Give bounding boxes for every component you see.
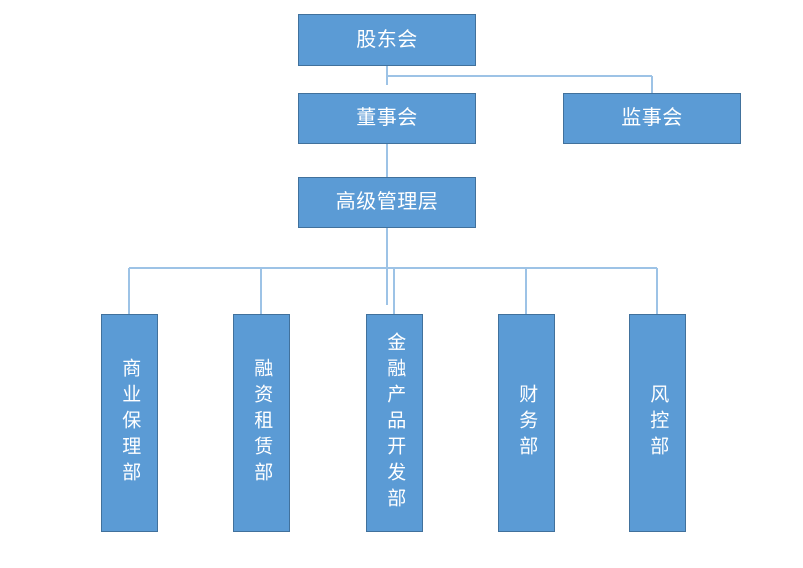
node-label-senior-management: 高级管理层 — [335, 191, 439, 213]
node-board-of-supervisors[interactable]: 监事会 — [563, 93, 741, 144]
node-label-risk-control-dept: 风控部 — [647, 384, 669, 462]
node-label-commercial-factoring-dept: 商业保理部 — [119, 358, 141, 488]
node-finance-dept[interactable]: 财务部 — [498, 314, 555, 532]
node-label-shareholders: 股东会 — [356, 28, 418, 51]
node-commercial-factoring-dept[interactable]: 商业保理部 — [101, 314, 158, 532]
node-financial-leasing-dept[interactable]: 融资租赁部 — [233, 314, 290, 532]
node-label-board-of-supervisors: 监事会 — [621, 107, 683, 129]
node-label-board-of-directors: 董事会 — [356, 107, 418, 129]
node-risk-control-dept[interactable]: 风控部 — [629, 314, 686, 532]
node-shareholders[interactable]: 股东会 — [298, 14, 476, 66]
node-label-finance-dept: 财务部 — [516, 384, 538, 462]
node-financial-product-development-dept[interactable]: 金融产品开发部 — [366, 314, 423, 532]
node-board-of-directors[interactable]: 董事会 — [298, 93, 476, 144]
node-senior-management[interactable]: 高级管理层 — [298, 177, 476, 228]
node-label-financial-leasing-dept: 融资租赁部 — [251, 358, 273, 488]
node-label-financial-product-development-dept: 金融产品开发部 — [384, 332, 406, 514]
